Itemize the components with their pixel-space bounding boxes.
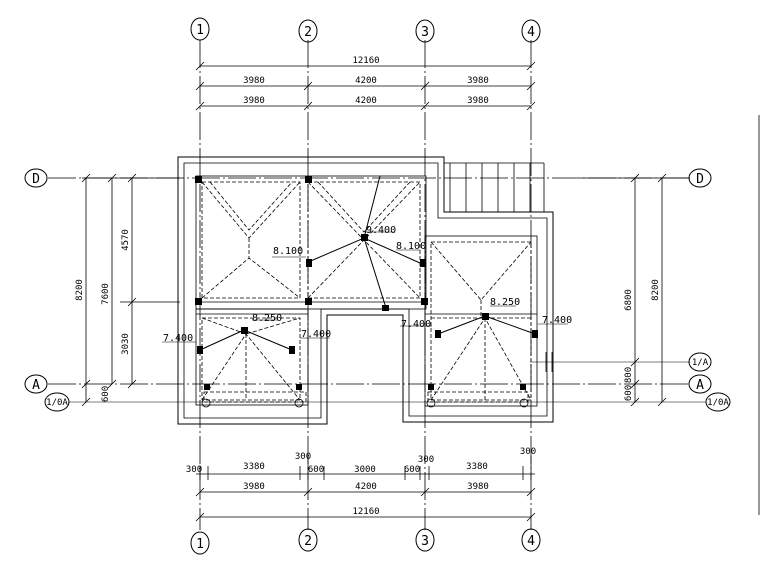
dim-left-3030: 3030 [121,333,131,355]
column-bubbles-top: 1 2 3 4 [190,17,541,43]
level-label-7400-mid-right: 7.400 [401,319,431,330]
level-label-7400-far-left: 7.400 [163,333,193,344]
row-bubbles-left: D A 1/0A [24,168,70,412]
grid-label-col1-top: 1 [196,23,204,38]
dim-bottom-detail-1: 300 [186,465,202,475]
dim-top-row2-c: 3980 [467,96,489,106]
roof-hip-lines [201,181,532,403]
grid-label-D-right: D [696,172,704,187]
left-dimensions: 8200 600 7600 4570 3030 [75,173,180,407]
dim-left-600: 600 [101,386,111,402]
level-label-8250-right: 8.250 [490,297,520,308]
dim-bottom-row-a: 3980 [243,482,265,492]
dim-bottom-row-b: 4200 [355,482,377,492]
dim-bottom-total: 12160 [352,507,379,517]
dim-right-6800: 6800 [624,289,634,311]
elevation-labels: 8.100 9.400 8.100 8.250 7.400 7.400 8.25… [162,225,572,344]
level-label-9400: 9.400 [366,225,396,236]
dim-top-row1-b: 4200 [355,76,377,86]
dim-bottom-detail-5: 3000 [354,465,376,475]
bottom-dimensions: 300 3380 300 600 3000 600 300 3380 300 3… [186,447,536,522]
stair [444,162,545,212]
grid-label-col4-bottom: 4 [527,534,535,549]
dim-top-row1-a: 3980 [243,76,265,86]
grid-label-col1-bottom: 1 [196,537,204,552]
dim-bottom-detail-8: 3380 [466,462,488,472]
dim-left-4570: 4570 [121,229,131,251]
grid-label-col2-bottom: 2 [304,534,312,549]
level-label-8100-left: 8.100 [273,246,303,257]
row-bubbles-right: D 1/A A 1/0A [688,168,731,412]
right-dimensions: 6800 600 800 8200 [580,173,690,407]
dim-top-row1-c: 3980 [467,76,489,86]
dim-bottom-detail-3: 300 [295,452,311,462]
grid-label-1-0A-right: 1/0A [707,398,729,408]
dim-left-7600: 7600 [101,283,111,305]
grid-label-col3-bottom: 3 [421,534,429,549]
dim-right-8200: 8200 [651,279,661,301]
column-bubbles-bottom: 1 2 3 4 [190,528,541,555]
grid-label-1-A-right: 1/A [692,358,709,368]
ridge-lines [199,175,536,351]
dim-top-row2-a: 3980 [243,96,265,106]
top-dimensions: 12160 3980 4200 3980 3980 4200 3980 [195,56,536,111]
grid-label-1-0A-left: 1/0A [46,398,68,408]
grid-label-A-right: A [696,378,704,393]
grid-label-D-left: D [32,172,40,187]
dim-bottom-detail-4: 600 [308,465,324,475]
misc-marks [545,115,760,515]
dim-left-8200: 8200 [75,279,85,301]
building-outline [177,156,554,425]
grid-label-col4-top: 4 [527,25,535,40]
grid-label-col3-top: 3 [421,25,429,40]
dim-bottom-detail-7: 300 [418,455,434,465]
level-label-7400-mid-left: 7.400 [301,329,331,340]
structural-columns [195,176,538,390]
dim-bottom-detail-9: 300 [520,447,536,457]
level-label-8250-left: 8.250 [252,313,282,324]
dim-top-total: 12160 [352,56,379,66]
grid-label-A-left: A [32,378,40,393]
dim-bottom-row-c: 3980 [467,482,489,492]
axis-lines [48,40,706,530]
dim-bottom-detail-6: 600 [404,465,420,475]
dim-top-row2-b: 4200 [355,96,377,106]
dim-right-800: 800 [624,367,634,383]
grid-label-col2-top: 2 [304,25,312,40]
level-label-7400-far-right: 7.400 [542,315,572,326]
downpipes [201,398,529,408]
dim-bottom-detail-2: 3380 [243,462,265,472]
level-label-8100-right: 8.100 [396,241,426,252]
dim-right-600: 600 [624,385,634,401]
